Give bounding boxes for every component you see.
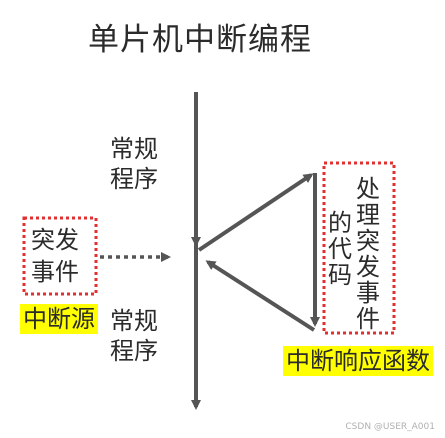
handler-code-label-part2: 的代码 [328,209,352,289]
watermark: CSDN @USER_A001 [345,422,435,432]
normal-program-label-after: 常规程序 [110,307,158,365]
jump-to-handler-arrow [197,173,314,252]
interrupt-function-label: 中断响应函数 [283,346,433,376]
normal-program-label-before: 常规程序 [110,135,158,193]
diagram-title: 单片机中断编程 [88,22,312,58]
interrupt-event-label: 突发事件 [31,226,79,286]
handler-code-label-part1: 处理突发事件 [356,175,380,333]
return-from-handler-arrow [205,260,316,332]
interrupt-source-label: 中断源 [20,304,98,334]
interrupt-event-box [22,216,98,296]
